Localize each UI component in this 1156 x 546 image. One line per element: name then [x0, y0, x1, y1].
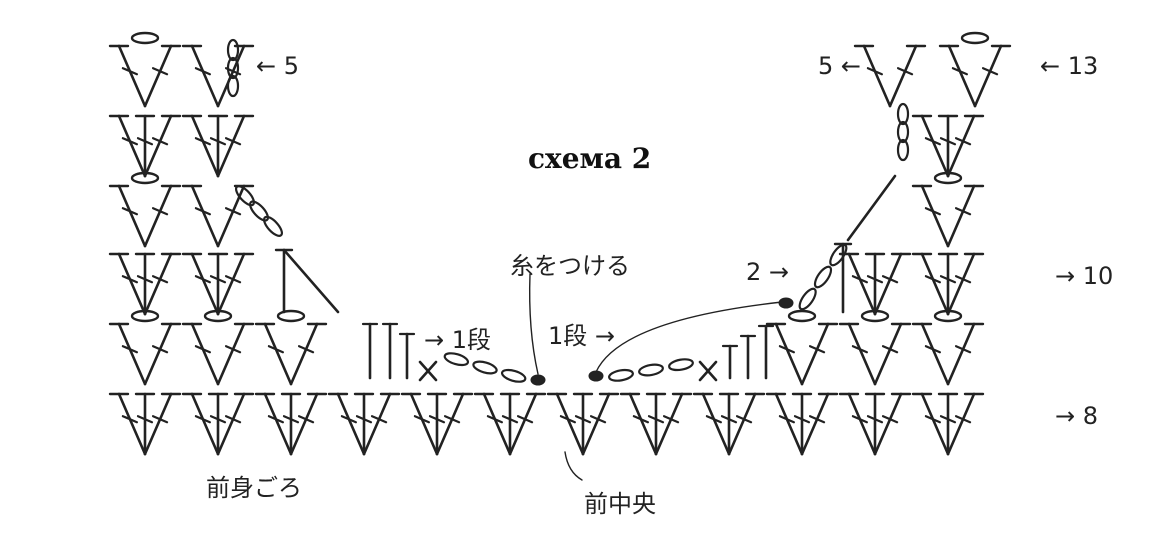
chain-row1-right — [608, 358, 694, 382]
stitch-row9-left-2 — [181, 309, 255, 386]
attach-dots — [530, 297, 794, 386]
stitch-row8-12 — [911, 392, 985, 456]
stitch-row9-left-1 — [108, 309, 182, 386]
stitch-row9-right-3 — [911, 309, 985, 386]
row-label-right-13: ← 13 — [1040, 52, 1099, 80]
stitch-row13-left-2 — [181, 44, 255, 108]
stitch-row11-right-1 — [911, 171, 985, 248]
stitch-row8-4 — [327, 392, 401, 456]
stitch-row13-right-1 — [853, 44, 927, 108]
stitch-row12-right-1 — [911, 114, 985, 178]
stitch-row13-left-1 — [108, 31, 182, 108]
chain-left-diagonal — [235, 185, 283, 237]
stitch-row10-left-1 — [108, 252, 182, 316]
stitch-row11-left-1 — [108, 171, 182, 248]
stitch-row9-right-2 — [838, 309, 912, 386]
stitch-row13-right-2 — [938, 31, 1012, 108]
front-center-label: 前中央 — [584, 490, 656, 518]
stitch-row8-11 — [838, 392, 912, 456]
row-label-right-5: 5 ← — [818, 52, 862, 80]
edge-stitches — [274, 174, 897, 314]
stitch-row8-10 — [765, 392, 839, 456]
stitch-row8-3 — [254, 392, 328, 456]
chain-row1-left — [443, 352, 527, 383]
row-label-10: → 10 — [1055, 262, 1114, 290]
stitch-row9-right-1 — [765, 309, 839, 386]
stitch-row8-7 — [546, 392, 620, 456]
front-body-label: 前身ごろ — [206, 474, 302, 502]
stitch-row10-right-1 — [838, 252, 912, 316]
stitch-row8-6 — [473, 392, 547, 456]
stitch-row8-1 — [108, 392, 182, 456]
chain-right-mid — [896, 102, 910, 162]
stitch-row12-left-1 — [108, 114, 182, 178]
chain-left-top — [226, 38, 240, 98]
stitch-row10-right-2 — [911, 252, 985, 316]
stitch-row11-left-2 — [181, 184, 255, 248]
leader-lines — [528, 273, 783, 481]
attach-yarn-label: 糸をつける — [510, 252, 630, 280]
stitch-row12-left-2 — [181, 114, 255, 178]
stitch-row8-5 — [400, 392, 474, 456]
stitch-row9-left-3 — [254, 309, 328, 386]
stitch-row8-8 — [619, 392, 693, 456]
row1-stitches — [361, 322, 775, 382]
stitch-row8-9 — [692, 392, 766, 456]
row-label-1-right: 1段 → — [548, 322, 616, 350]
stitch-row10-left-2 — [181, 252, 255, 316]
row-label-8: → 8 — [1055, 402, 1099, 430]
chain-right-diagonal — [798, 243, 848, 311]
row-label-2: 2 → — [746, 258, 790, 286]
row-label-left-5: ← 5 — [256, 52, 300, 80]
stitch-row8-2 — [181, 392, 255, 456]
diagram-title: схема 2 — [528, 142, 652, 175]
row-label-1-left: → 1段 — [424, 326, 492, 354]
